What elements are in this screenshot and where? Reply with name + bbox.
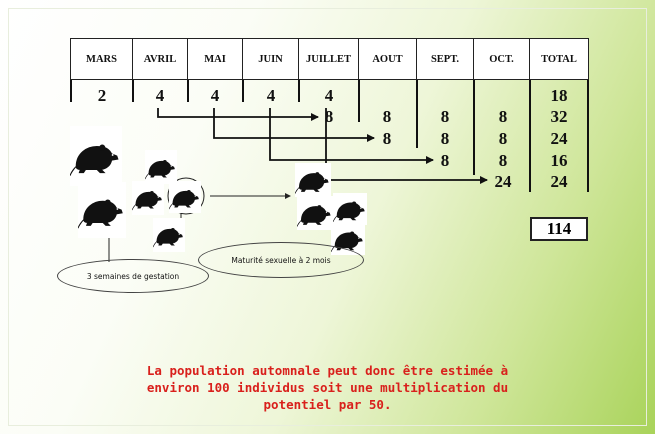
- cascade-1-oct: 8: [498, 107, 508, 126]
- cascade-1-aout: 8: [382, 107, 392, 126]
- cascade-3-sept: 8: [440, 151, 450, 170]
- cascade-1-juillet: 8: [324, 107, 334, 126]
- total-row-2: 32: [550, 107, 568, 126]
- conclusion-line-3: potentiel par 50.: [263, 397, 392, 412]
- total-row-3: 24: [550, 129, 568, 148]
- cascade-3-oct: 8: [498, 151, 508, 170]
- rat-silhouette-icon: [295, 163, 331, 197]
- value-juin: 4: [266, 86, 276, 105]
- value-avril: 4: [155, 86, 165, 105]
- rat-silhouette-icon: [70, 126, 122, 186]
- total-row-4: 16: [550, 151, 568, 170]
- conclusion-line-2: environ 100 individus soit une multiplic…: [146, 380, 509, 395]
- cascade-4-oct: 24: [494, 172, 512, 191]
- maturity-label: Maturité sexuelle à 2 mois: [198, 242, 364, 278]
- value-mai: 4: [210, 86, 220, 105]
- highlight-circle: [167, 177, 205, 215]
- header-aout: AOUT: [358, 38, 417, 80]
- rat-silhouette-icon: [132, 181, 164, 215]
- value-juillet: 4: [324, 86, 334, 105]
- cascade-1-sept: 8: [440, 107, 450, 126]
- conclusion-line-1: La population automnale peut donc être e…: [146, 363, 509, 378]
- rat-silhouette-icon: [169, 181, 201, 213]
- header-juillet: JUILLET: [298, 38, 359, 80]
- rat-silhouette-icon: [333, 193, 367, 225]
- cascade-2-aout: 8: [382, 129, 392, 148]
- value-mars: 2: [97, 86, 107, 105]
- header-total: TOTAL: [529, 38, 589, 80]
- rat-silhouette-icon: [78, 182, 126, 238]
- header-mars: MARS: [70, 38, 133, 80]
- gestation-label: 3 semaines de gestation: [57, 259, 209, 293]
- rat-silhouette-icon: [145, 150, 177, 184]
- header-oct: OCT.: [473, 38, 530, 80]
- conclusion-text: La population automnale peut donc être e…: [110, 362, 545, 413]
- column-dividers: [70, 80, 589, 192]
- cascade-2-oct: 8: [498, 129, 508, 148]
- grand-total: 114: [530, 217, 588, 241]
- header-mai: MAI: [187, 38, 243, 80]
- cascade-2-sept: 8: [440, 129, 450, 148]
- total-row-5: 24: [550, 172, 568, 191]
- header-avril: AVRIL: [132, 38, 188, 80]
- header-sept: SEPT.: [416, 38, 474, 80]
- total-row-1: 18: [550, 86, 568, 105]
- rat-silhouette-icon: [297, 196, 333, 230]
- header-juin: JUIN: [242, 38, 299, 80]
- rat-silhouette-icon: [153, 218, 185, 252]
